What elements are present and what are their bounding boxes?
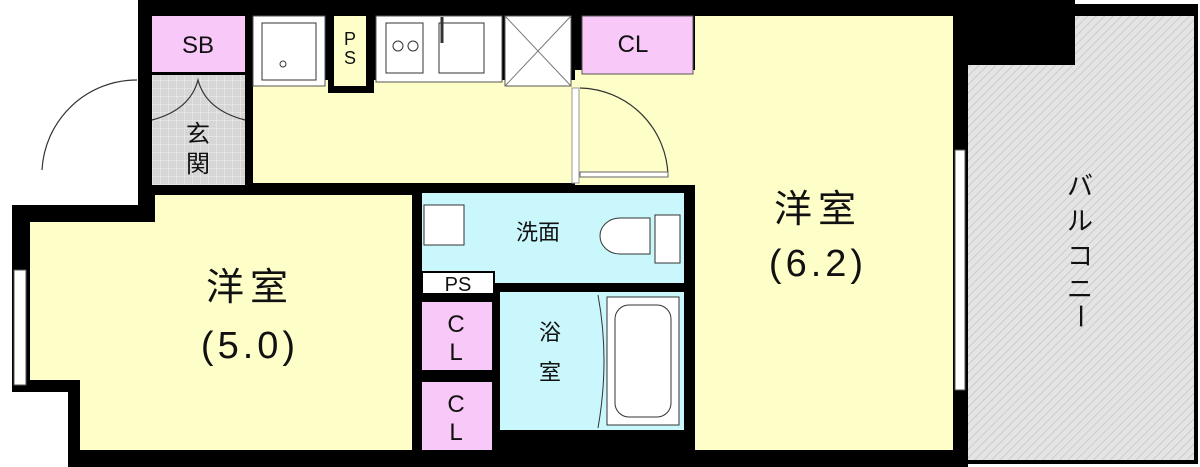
closet-a: [422, 302, 492, 370]
sb-label: SB: [182, 32, 214, 59]
balcony-char-5: ー: [1065, 303, 1095, 329]
toilet-icon: [599, 217, 651, 255]
entrance-door-swing[interactable]: [41, 79, 138, 171]
room-left-size: (5.0): [201, 325, 299, 367]
bath-label-2: 室: [539, 360, 561, 385]
washer-space: [252, 15, 326, 87]
genkan-label-2: 関: [186, 151, 210, 178]
pipe-space-top: [334, 16, 366, 86]
room-western-5-0: [30, 195, 412, 450]
balcony-char-3: コ: [1067, 241, 1093, 271]
balcony-char-2: ル: [1067, 206, 1093, 236]
pipe-space-mid: [421, 271, 495, 295]
bath-label-1: 浴: [539, 320, 561, 345]
closet-b: [422, 382, 492, 450]
balcony: [955, 0, 1198, 464]
room-right-name: 洋室: [774, 189, 862, 231]
ps-mid-label: PS: [445, 274, 472, 296]
room-door-swing[interactable]: [579, 87, 669, 177]
room-western-6-2: [695, 16, 953, 450]
entrance-floor: [152, 75, 245, 185]
balcony-label: バ ル コ ニ ー: [1065, 171, 1095, 329]
bathtub-icon: [606, 296, 680, 426]
room-left-name: 洋室: [206, 267, 294, 309]
cl-top-label: CL: [618, 31, 649, 58]
window-right: [954, 149, 966, 391]
cl-b-label-c: C: [447, 391, 464, 418]
entrance-door-area[interactable]: [40, 75, 137, 180]
cl-a-label-l: L: [449, 339, 462, 366]
balcony-char-4: ニ: [1067, 274, 1093, 304]
balcony-char-1: バ: [1067, 171, 1093, 201]
ps-top-label-p: P: [344, 29, 356, 49]
senmen-label: 洗面: [516, 220, 560, 245]
stove-icon: [385, 22, 424, 74]
sink-icon: [438, 22, 485, 74]
cl-b-label-l: L: [449, 419, 462, 446]
closet-top: [581, 15, 694, 75]
ps-top-label-s: S: [344, 48, 356, 68]
window-left: [13, 269, 27, 386]
shoe-box: [152, 16, 245, 72]
room-right-size: (6.2): [769, 243, 867, 285]
genkan-label-1: 玄: [186, 121, 210, 148]
cl-a-label-c: C: [447, 311, 464, 338]
washbasin-icon: [423, 204, 465, 246]
